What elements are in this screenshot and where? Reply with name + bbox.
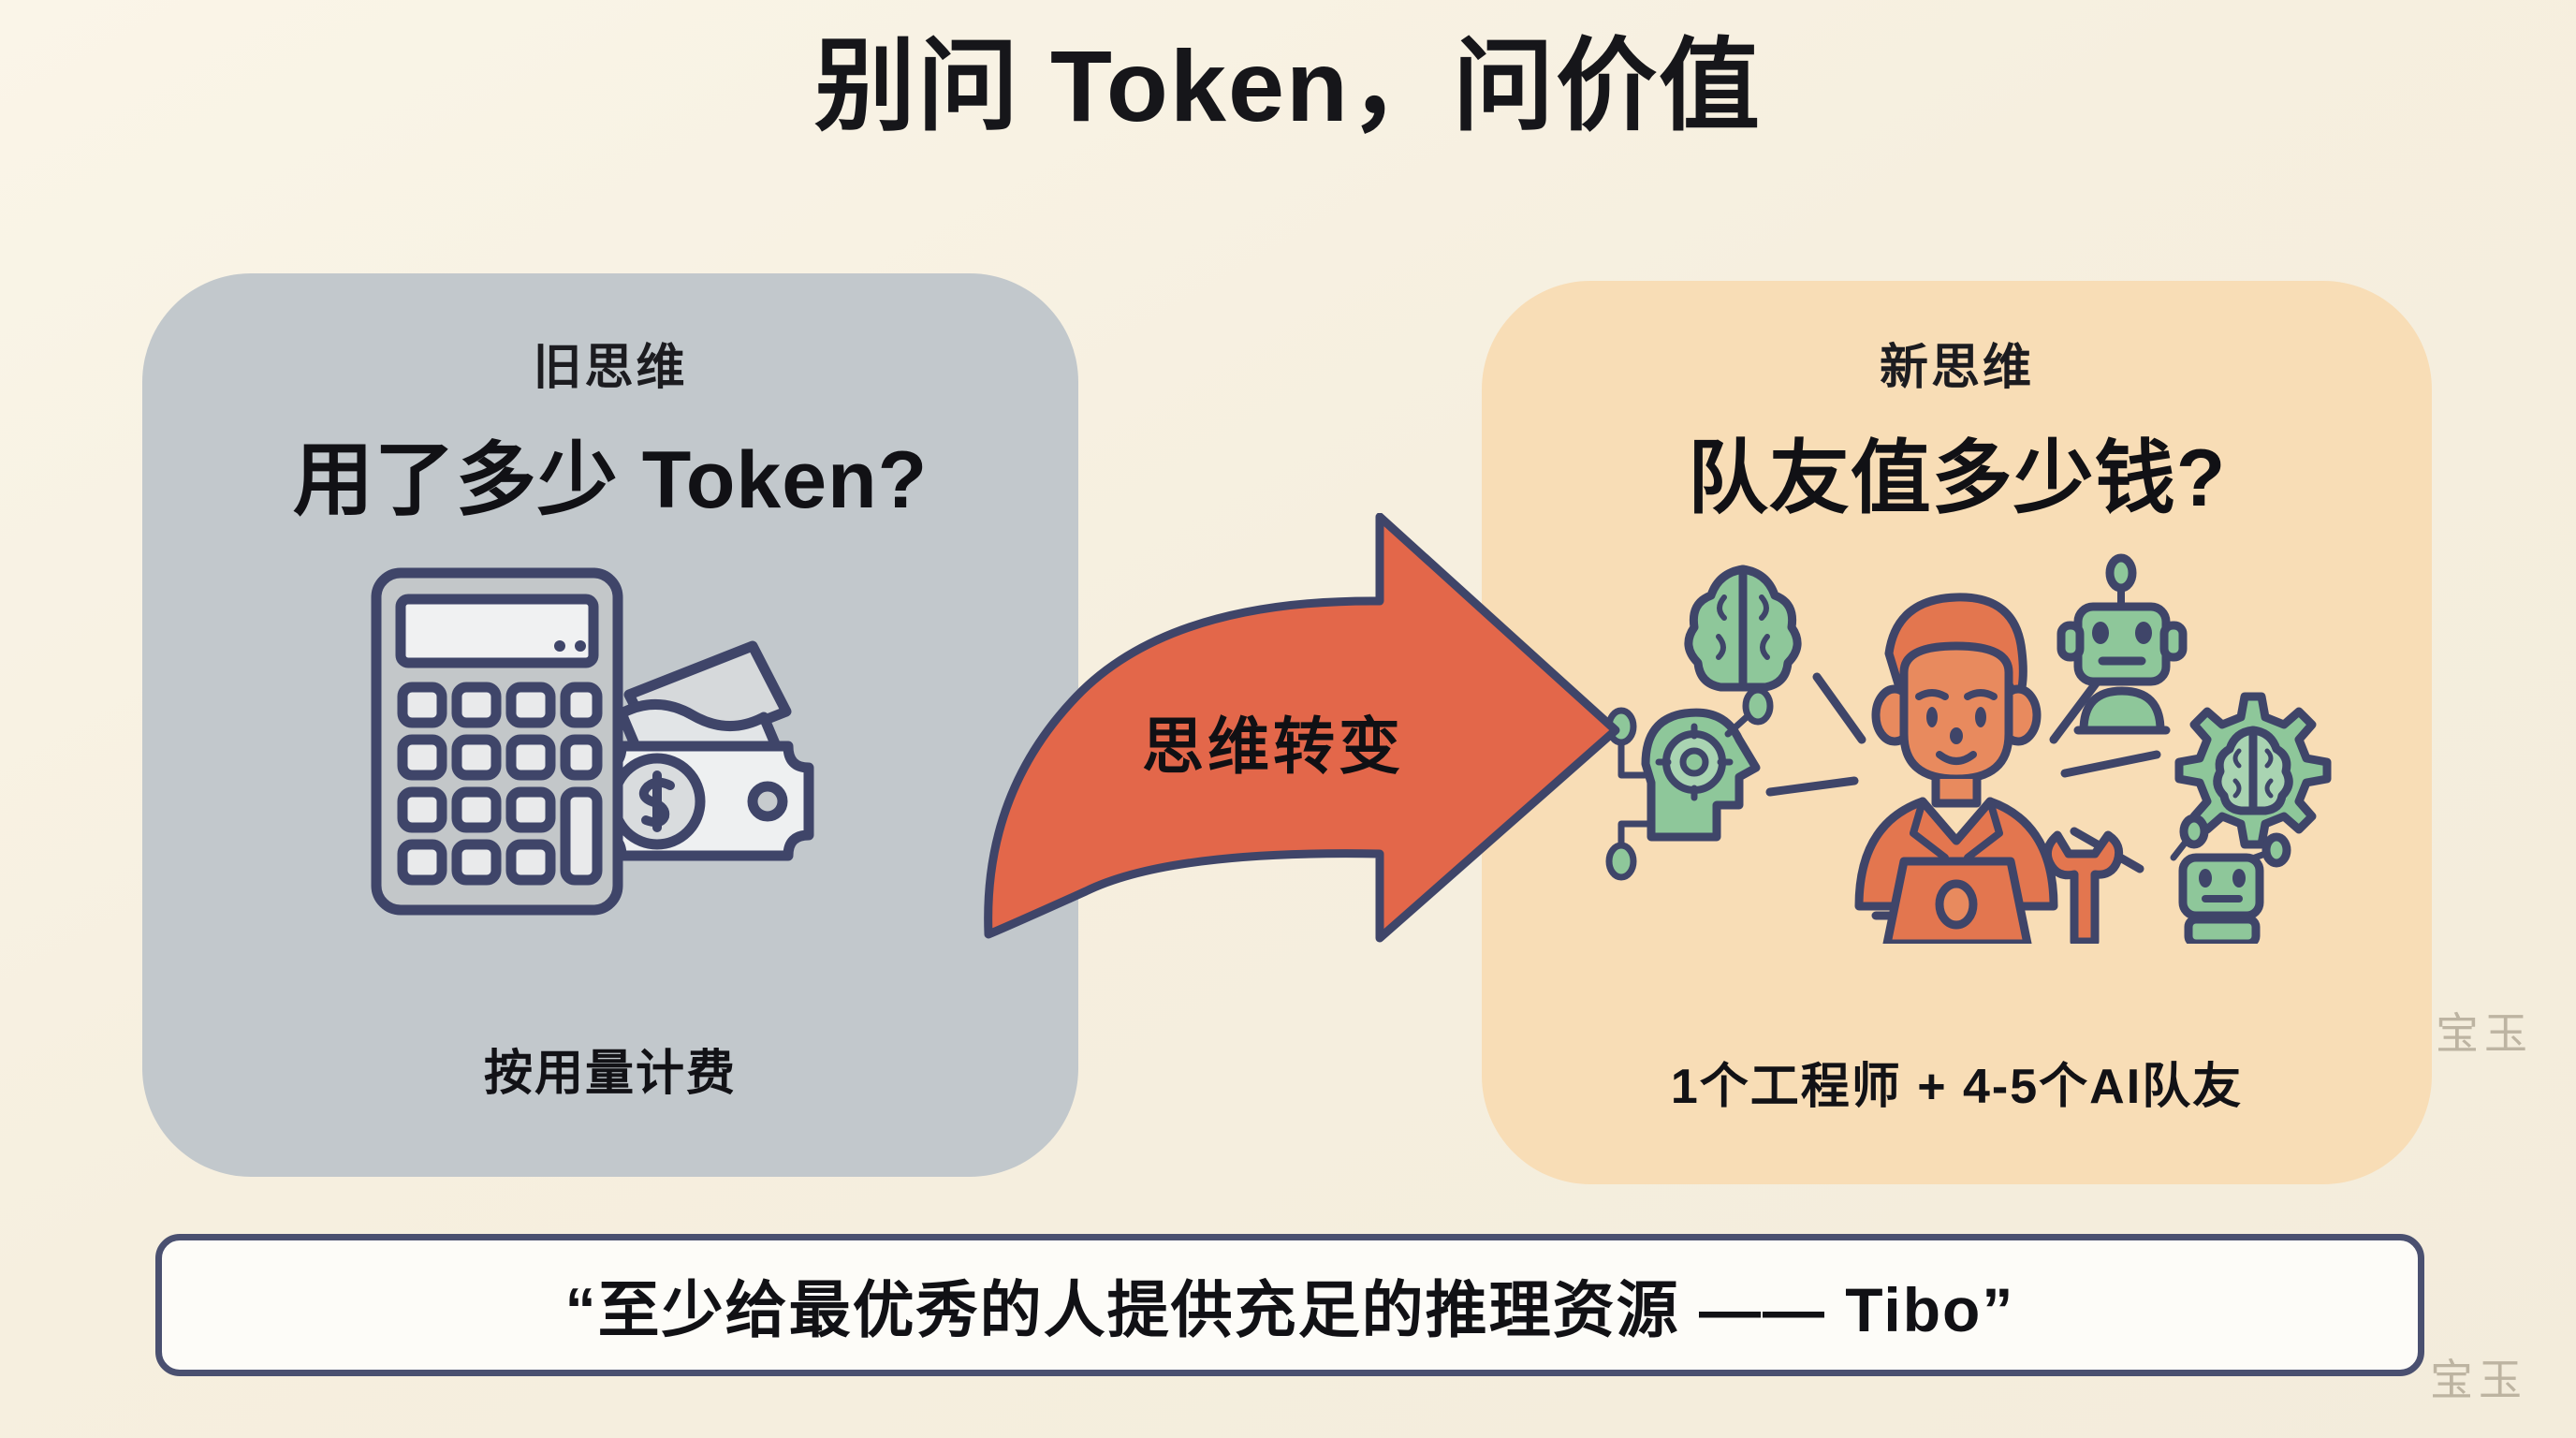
panel-new-kicker: 新思维 (1879, 341, 2034, 395)
quote-text: “至少给最优秀的人提供充足的推理资源 —— Tibo” (564, 1275, 2015, 1344)
calculator-and-money-icon (348, 554, 872, 933)
panel-new-footer: 1个工程师 + 4-5个AI队友 (1670, 1060, 2244, 1114)
engineer-with-ai-teammates-icon (1578, 532, 2336, 948)
watermark: 宝玉 (2430, 1356, 2527, 1404)
panel-old-kicker: 旧思维 (533, 341, 688, 395)
transition-arrow: 思维转变 (973, 512, 1629, 953)
panel-old-footer: 按用量计费 (483, 1047, 737, 1101)
panel-old-thinking: 旧思维 用了多少 Token? (142, 273, 1078, 1177)
page-title: 别问 Token，问价值 (813, 29, 1763, 142)
panel-new-heading: 队友值多少钱? (1687, 433, 2227, 523)
quote-box: “至少给最优秀的人提供充足的推理资源 —— Tibo” (155, 1234, 2424, 1376)
panel-old-heading: 用了多少 Token? (292, 435, 929, 525)
panel-new-thinking: 新思维 队友值多少钱? (1482, 281, 2432, 1184)
watermark: 宝玉 (2436, 1009, 2533, 1058)
